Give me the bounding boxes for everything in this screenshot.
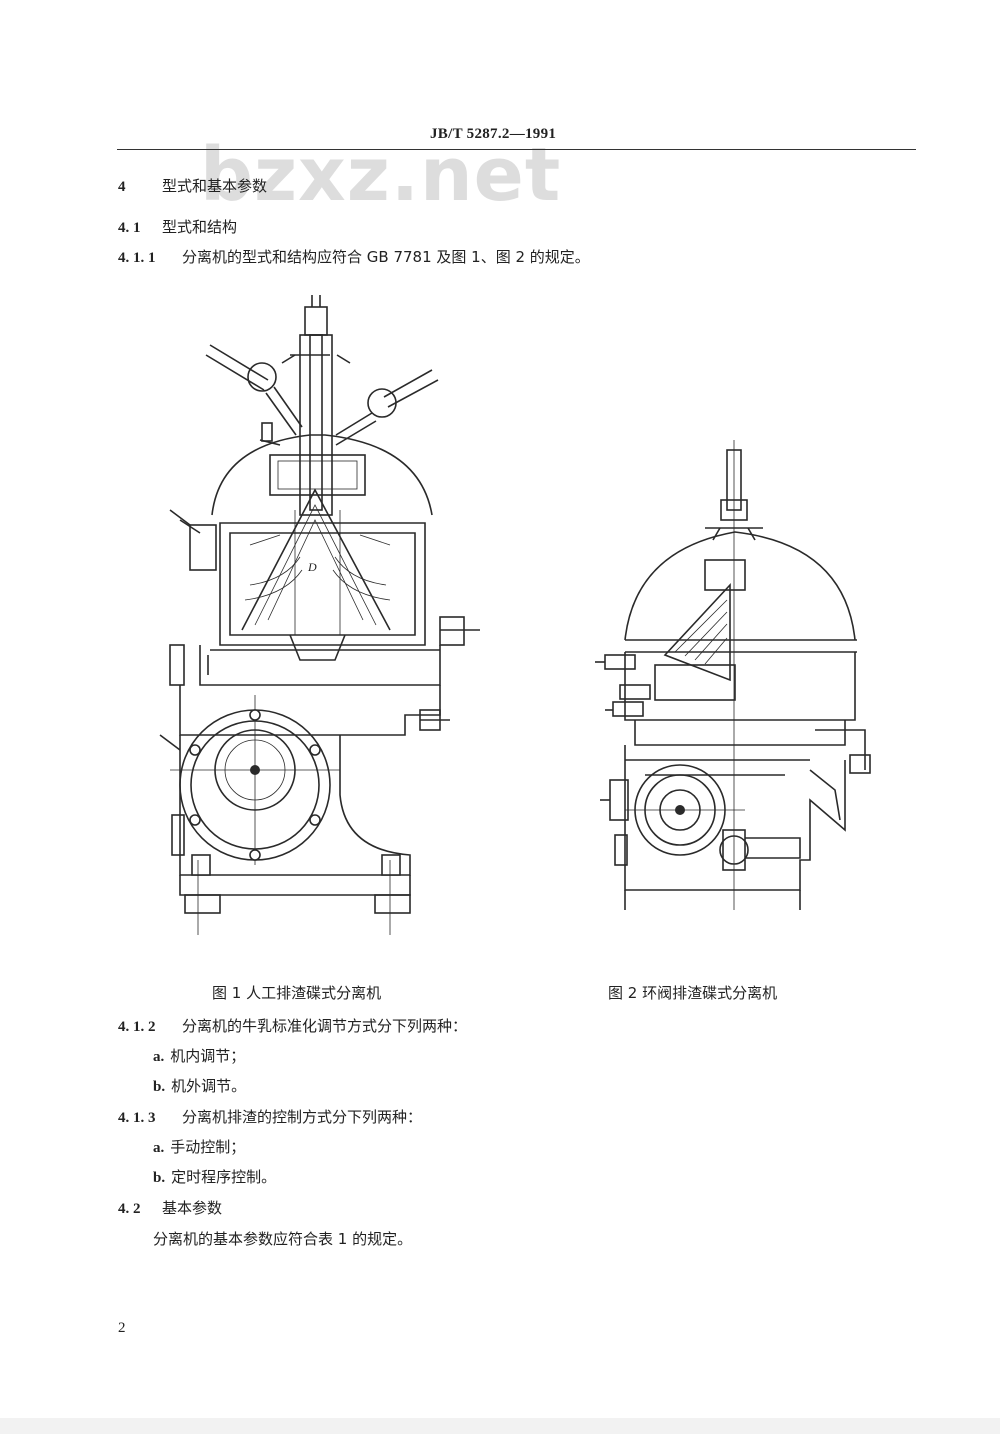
list-text: 手动控制； bbox=[170, 1138, 246, 1156]
figure-2-caption: 图 2 环阀排渣碟式分离机 bbox=[608, 984, 778, 1002]
list-marker: a. bbox=[153, 1140, 165, 1156]
list-marker: b. bbox=[153, 1079, 166, 1095]
list-item: b. 机外调节。 bbox=[153, 1075, 246, 1096]
section-number: 4 bbox=[118, 179, 126, 195]
clause-number: 4. 1. 1 bbox=[118, 250, 156, 266]
figure-1-caption: 图 1 人工排渣碟式分离机 bbox=[212, 984, 382, 1002]
section-number: 4. 1 bbox=[118, 220, 141, 236]
clause-4-1-1: 4. 1. 1 分离机的型式和结构应符合 GB 7781 及图 1、图 2 的规定… bbox=[118, 246, 590, 267]
section-4-heading: 4 型式和基本参数 bbox=[118, 175, 267, 196]
clause-text: 分离机的型式和结构应符合 GB 7781 及图 1、图 2 的规定。 bbox=[182, 248, 590, 266]
list-text: 机内调节； bbox=[170, 1047, 246, 1065]
standard-code-header: JB/T 5287.2—1991 bbox=[430, 126, 557, 142]
clause-4-1-2: 4. 1. 2 分离机的牛乳标准化调节方式分下列两种： bbox=[118, 1015, 467, 1036]
list-item: b. 定时程序控制。 bbox=[153, 1166, 276, 1187]
section-4-2-heading: 4. 2 基本参数 bbox=[118, 1197, 222, 1218]
section-title: 型式和基本参数 bbox=[162, 177, 268, 195]
list-text: 定时程序控制。 bbox=[171, 1168, 277, 1186]
clause-number: 4. 1. 3 bbox=[118, 1110, 156, 1126]
list-marker: b. bbox=[153, 1170, 166, 1186]
list-text: 机外调节。 bbox=[171, 1077, 247, 1095]
list-marker: a. bbox=[153, 1049, 165, 1065]
watermark-text: bzxz.net bbox=[200, 132, 562, 218]
dp-label: D bbox=[307, 560, 317, 574]
clause-text: 分离机的牛乳标准化调节方式分下列两种： bbox=[182, 1017, 468, 1035]
section-4-2-body: 分离机的基本参数应符合表 1 的规定。 bbox=[153, 1230, 413, 1248]
clause-number: 4. 1. 2 bbox=[118, 1019, 156, 1035]
list-item: a. 手动控制； bbox=[153, 1136, 245, 1157]
figure-1-drawing: D bbox=[159, 295, 480, 935]
section-title: 型式和结构 bbox=[162, 218, 238, 236]
page-number: 2 bbox=[118, 1320, 126, 1336]
section-4-1-heading: 4. 1 型式和结构 bbox=[118, 216, 237, 237]
header-rule bbox=[117, 149, 916, 150]
clause-text: 分离机排渣的控制方式分下列两种： bbox=[182, 1108, 423, 1126]
section-number: 4. 2 bbox=[118, 1201, 141, 1217]
figure-2-drawing bbox=[595, 440, 871, 910]
list-item: a. 机内调节； bbox=[153, 1045, 245, 1066]
section-title: 基本参数 bbox=[162, 1199, 223, 1217]
footer-strip bbox=[0, 1418, 1000, 1434]
clause-4-1-3: 4. 1. 3 分离机排渣的控制方式分下列两种： bbox=[118, 1106, 422, 1127]
